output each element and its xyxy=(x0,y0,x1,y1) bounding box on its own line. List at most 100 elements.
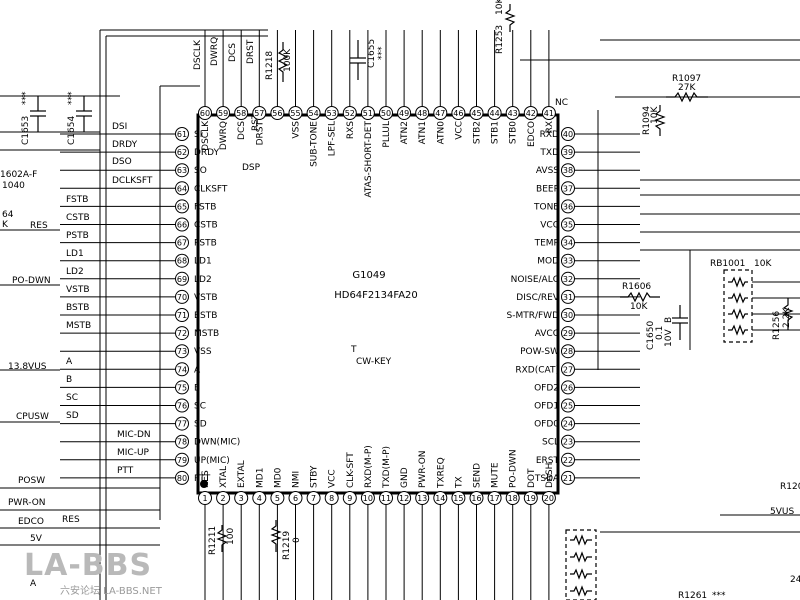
pin-57-label: DRST xyxy=(255,121,265,146)
pin-18-number: 18 xyxy=(508,494,518,503)
pin-77-circle xyxy=(175,416,189,431)
pin-66-label: CSTB xyxy=(194,221,218,231)
pin-67-label: PSTB xyxy=(194,239,217,249)
pin-36-number: 36 xyxy=(563,202,573,211)
pin-67-number: 67 xyxy=(177,239,187,248)
dsp-signal-dso: DSO xyxy=(112,157,132,167)
pin-59-label: DWRQ xyxy=(219,121,229,150)
pin-32-label: NOISE/ALC xyxy=(511,275,559,285)
resistor-r1256 xyxy=(782,298,794,330)
pin-35-number: 35 xyxy=(563,221,573,230)
pin-26-label: OFD2 xyxy=(534,383,559,393)
pin-66-circle xyxy=(175,217,189,232)
ic-outline xyxy=(196,113,560,495)
pin-69-label: LD2 xyxy=(194,275,212,285)
c1650-rating: 10V xyxy=(664,329,674,347)
pin-5-number: 5 xyxy=(275,494,280,503)
pin-74-number: 74 xyxy=(177,365,187,374)
pin-69-circle xyxy=(175,271,189,286)
pin-64-circle xyxy=(175,181,189,196)
pin-50-circle xyxy=(379,106,393,120)
pin-46-number: 46 xyxy=(453,109,463,118)
net-b: B xyxy=(66,375,72,385)
pin-7-circle xyxy=(306,491,321,505)
r1261-name: R1261 xyxy=(678,591,707,600)
pin-65-number: 65 xyxy=(177,202,187,211)
dsp-top-dwrq: DWRQ xyxy=(210,37,220,66)
pin-78-number: 78 xyxy=(177,438,187,447)
pin-77-label: SD xyxy=(194,420,207,430)
pin-63-number: 63 xyxy=(177,166,187,175)
pin-3-circle xyxy=(234,491,249,505)
pin-55-label: VSS xyxy=(292,121,302,139)
capacitor-c1654 xyxy=(76,96,92,132)
net-cstb: CSTB xyxy=(66,213,90,223)
t-label: T xyxy=(350,345,357,355)
pin-9-number: 9 xyxy=(347,494,352,503)
pin-79-label: UP(MIC) xyxy=(194,456,230,466)
pin-42-circle xyxy=(523,106,538,120)
pin-78-label: DWN(MIC) xyxy=(194,438,240,448)
pin-15-number: 15 xyxy=(453,494,463,503)
pin-59-number: 59 xyxy=(218,109,228,118)
far-left-res: RES xyxy=(30,221,48,231)
rb1001-element-1 xyxy=(728,276,748,288)
pin-37-circle xyxy=(561,181,575,196)
pin-17-number: 17 xyxy=(490,494,500,503)
r1219-value: 0 xyxy=(292,537,302,543)
passive-components xyxy=(30,4,794,600)
pin-11-label: TXD(M-P) xyxy=(382,446,392,489)
far-left-5v: 5V xyxy=(30,534,43,544)
net-sd: SD xyxy=(66,411,79,421)
pin-75-circle xyxy=(175,380,189,395)
capacitor-c1653 xyxy=(30,96,46,132)
r1261-stars: *** xyxy=(712,591,726,600)
wires xyxy=(0,29,800,600)
pin-36-circle xyxy=(561,199,575,214)
pin-47-circle xyxy=(433,106,448,120)
pin-19-circle xyxy=(523,491,538,505)
pin-23-circle xyxy=(561,434,575,449)
pin-25-circle xyxy=(561,398,575,413)
pin-35-label: VCC xyxy=(540,221,559,231)
pin-43-number: 43 xyxy=(508,109,518,118)
pin-38-number: 38 xyxy=(563,166,573,175)
pin-3-number: 3 xyxy=(239,494,244,503)
pin-37-label: BEEP xyxy=(536,184,560,194)
pin-58-circle xyxy=(234,106,249,120)
ic-g1049: G1049 HD64F2134FA20 CW-KEY T RST NC xyxy=(196,98,568,495)
pin-48-label: ATN1 xyxy=(418,121,428,144)
c1650-type: B xyxy=(664,317,674,323)
net-fstb: FSTB xyxy=(66,195,88,205)
net-sc: SC xyxy=(66,393,78,403)
pin-48-number: 48 xyxy=(417,109,427,118)
pin-44-number: 44 xyxy=(490,109,500,118)
pin-33-circle xyxy=(561,253,575,268)
pin-68-circle xyxy=(175,253,189,268)
pin-19-number: 19 xyxy=(526,494,536,503)
c1653-name: C1653 xyxy=(21,116,31,145)
pin-70-label: VSTB xyxy=(194,293,218,303)
ref-5vus: 5VUS xyxy=(770,507,794,517)
c1655-name: C1655 xyxy=(367,39,377,68)
watermark: LA-BBS 六安论坛 LA-BBS.NET xyxy=(24,548,244,600)
pin-76-label: SC xyxy=(194,402,206,412)
pin-30-number: 30 xyxy=(563,311,573,320)
pin-11-number: 11 xyxy=(381,494,391,503)
nc-label: NC xyxy=(555,98,568,108)
far-left-13-8vus: 13.8VUS xyxy=(8,362,47,372)
net-vstb: VSTB xyxy=(66,285,90,295)
pin-49-number: 49 xyxy=(399,109,409,118)
pin-62-label: DRDY xyxy=(194,148,220,158)
pin-62-number: 62 xyxy=(177,148,187,157)
pin-76-circle xyxy=(175,398,189,413)
pin-47-label: ATN0 xyxy=(436,121,446,145)
pin-73-label: VSS xyxy=(194,347,212,357)
pin-1-number: 1 xyxy=(202,494,207,503)
r1097-name: R1097 xyxy=(672,74,701,84)
rb1001-element-2 xyxy=(728,292,748,304)
resistor-r1253 xyxy=(504,4,516,32)
pin-29-number: 29 xyxy=(563,329,573,338)
pin-68-number: 68 xyxy=(177,257,187,266)
